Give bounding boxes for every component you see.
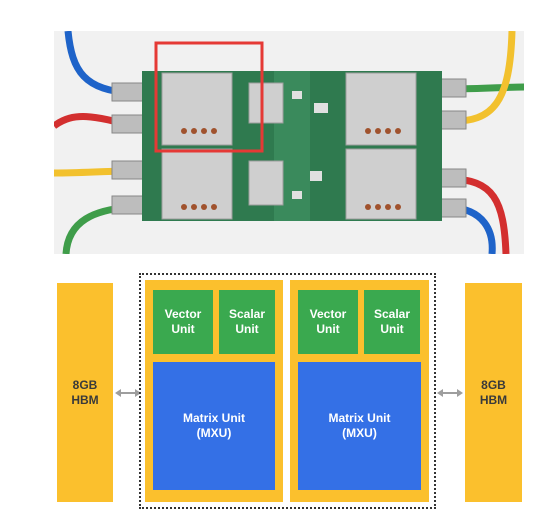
arrow-right-icon: [437, 389, 463, 397]
tpu-board-illustration: [54, 31, 524, 254]
vector-unit-left: Vector Unit: [153, 290, 213, 354]
scalar-unit-right: Scalar Unit: [364, 290, 420, 354]
board-components: [292, 91, 328, 199]
hbm-left-label: HBM: [71, 392, 99, 407]
matrix-unit-left-line1: Matrix Unit: [182, 411, 245, 425]
scalar-unit-right-line2: Unit: [380, 322, 404, 336]
matrix-unit-right-line1: Matrix Unit: [328, 411, 391, 425]
hbm-right-label: HBM: [479, 392, 508, 407]
board-details: [181, 128, 401, 210]
arrow-left-icon: [115, 389, 141, 397]
vector-unit-right-line1: Vector: [309, 307, 347, 321]
scalar-unit-left-line2: Unit: [235, 322, 259, 336]
vector-unit-left-line2: Unit: [171, 322, 195, 336]
scalar-unit-left: Scalar Unit: [219, 290, 275, 354]
hbm-right-size: 8GB: [481, 377, 506, 392]
vector-unit-left-line1: Vector: [164, 307, 202, 321]
hbm-left: 8GB HBM: [57, 283, 113, 502]
left-connectors: [111, 82, 147, 215]
matrix-unit-right: Matrix Unit (MXU): [298, 362, 421, 490]
matrix-unit-right-line2: (MXU): [342, 426, 377, 440]
tensor-core-left: Vector Unit Scalar Unit Matrix Unit (MXU…: [145, 280, 283, 502]
matrix-unit-left-line2: (MXU): [196, 426, 232, 440]
hbm-right: 8GB HBM: [465, 283, 522, 502]
highlight-box: [154, 41, 264, 153]
tpu-board-photo: [54, 31, 524, 254]
cable-yellow-right: [448, 31, 516, 125]
vector-unit-right: Vector Unit: [298, 290, 358, 354]
tensor-core-right: Vector Unit Scalar Unit Matrix Unit (MXU…: [290, 280, 429, 502]
scalar-unit-left-line1: Scalar: [228, 307, 266, 321]
matrix-unit-left: Matrix Unit (MXU): [153, 362, 275, 490]
hbm-left-size: 8GB: [72, 377, 98, 392]
heatsinks: [161, 72, 417, 220]
scalar-unit-right-line1: Scalar: [373, 307, 411, 321]
vector-unit-right-line2: Unit: [316, 322, 340, 336]
chip-outline: [139, 273, 436, 509]
